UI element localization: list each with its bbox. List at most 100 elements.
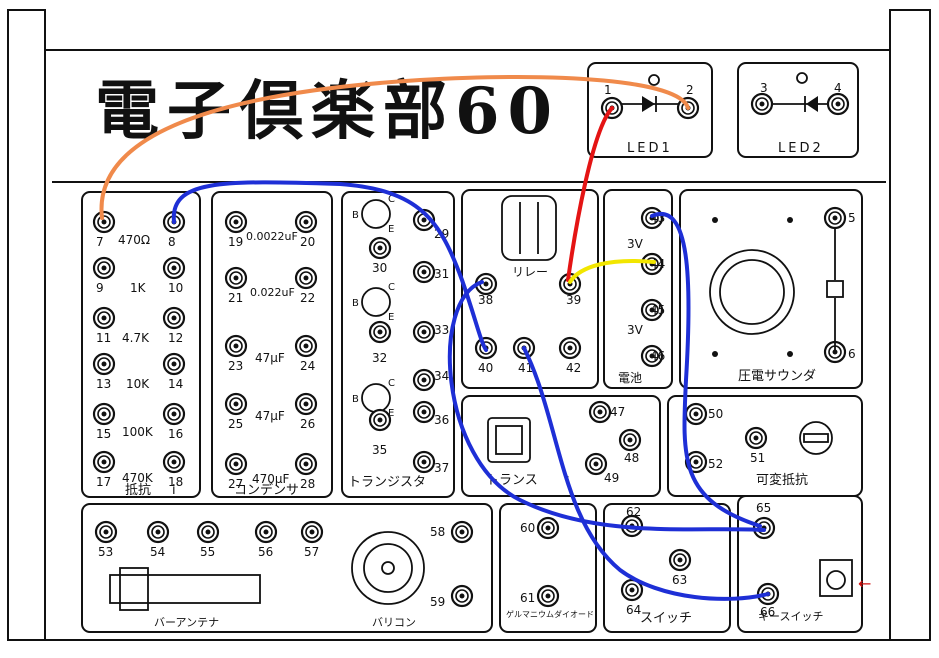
wire-orange	[99, 75, 690, 220]
keyswitch-button[interactable]	[819, 559, 853, 597]
terminal-32[interactable]: 32	[368, 320, 392, 365]
terminal-label-56: 56	[258, 545, 273, 559]
terminal-57[interactable]: 57	[300, 520, 324, 559]
terminal-9[interactable]: 9	[92, 256, 116, 295]
led2-label: LED2	[778, 141, 824, 156]
terminal-25[interactable]: 25	[224, 392, 248, 431]
terminal-label-66: 66	[760, 605, 775, 619]
terminal-15[interactable]: 15	[92, 402, 116, 441]
terminal-61[interactable]: 61	[520, 584, 560, 608]
terminal-11[interactable]: 11	[92, 306, 116, 345]
terminal-33[interactable]: 33	[412, 320, 449, 344]
terminal-label-30: 30	[372, 261, 387, 275]
resistor-labels: 470Ω 1K 4.7K 10K 100K 470K 抵抗 i	[118, 233, 176, 498]
terminal-63[interactable]: 63	[668, 548, 692, 587]
terminal-40[interactable]: 40	[474, 336, 498, 375]
terminal-64[interactable]: 64	[620, 578, 644, 617]
terminal-46[interactable]: 46	[640, 344, 665, 368]
terminal-7[interactable]: 7	[92, 210, 116, 249]
terminal-12[interactable]: 12	[162, 306, 186, 345]
terminal-label-20: 20	[300, 235, 315, 249]
cap-value-3: 47μF	[255, 351, 285, 365]
terminal-43[interactable]: 43	[640, 206, 665, 230]
terminal-14[interactable]: 14	[162, 352, 186, 391]
terminal-24[interactable]: 24	[294, 334, 318, 373]
transistor-symbol-2: BCE	[352, 282, 395, 323]
terminal-41[interactable]: 41	[512, 336, 536, 375]
terminal-label-44: 44	[650, 257, 665, 271]
relay-body	[501, 195, 557, 261]
terminal-16[interactable]: 16	[162, 402, 186, 441]
terminal-34[interactable]: 34	[412, 368, 449, 392]
terminal-4[interactable]: 4	[0, 0, 850, 116]
transistor-pin-label: C	[388, 282, 395, 293]
terminal-label-13: 13	[96, 377, 111, 391]
terminal-label-34: 34	[434, 369, 449, 383]
cabinet-frame	[7, 9, 931, 641]
resistor-value-1: 470Ω	[118, 233, 150, 247]
terminal-20[interactable]: 20	[294, 210, 318, 249]
terminal-56[interactable]: 56	[254, 520, 278, 559]
terminal-17[interactable]: 17	[92, 450, 116, 489]
terminal-38[interactable]: 38	[474, 272, 498, 307]
transistor-pin-label: B	[352, 394, 359, 405]
terminal-21[interactable]: 21	[224, 266, 248, 305]
terminal-18[interactable]: 18	[162, 450, 186, 489]
battery-title: 電池	[618, 371, 642, 385]
terminal-label-16: 16	[168, 427, 183, 441]
battery-v1: 3V	[627, 237, 644, 251]
keyswitch-panel	[737, 495, 863, 633]
terminal-42[interactable]: 42	[558, 336, 581, 375]
transistor-pin-label: E	[388, 408, 394, 419]
terminal-47[interactable]: 47	[588, 400, 625, 424]
terminal-3[interactable]: 3	[0, 0, 774, 116]
terminal-6[interactable]: 6	[823, 340, 856, 364]
terminal-36[interactable]: 36	[412, 400, 449, 427]
terminal-37[interactable]: 37	[412, 450, 449, 475]
terminal-65[interactable]: 65	[752, 501, 776, 540]
terminal-26[interactable]: 26	[294, 392, 318, 431]
terminal-30[interactable]: 30	[368, 236, 392, 275]
terminal-48[interactable]: 48	[618, 428, 642, 465]
terminal-53[interactable]: 53	[94, 520, 118, 559]
terminal-13[interactable]: 13	[92, 352, 116, 391]
sounder-title: 圧電サウンダ	[738, 369, 816, 384]
terminal-19[interactable]: 19	[224, 210, 248, 249]
terminal-28[interactable]: 28	[294, 452, 318, 491]
terminal-51[interactable]: 51	[744, 426, 768, 465]
terminal-49[interactable]: 49	[584, 452, 619, 485]
terminal-66[interactable]: 66	[756, 582, 780, 619]
terminal-label-57: 57	[304, 545, 319, 559]
varicon-title: バリコン	[372, 616, 416, 629]
terminal-58[interactable]: 58	[430, 520, 474, 544]
terminal-31[interactable]: 31	[412, 260, 449, 284]
terminal-label-7: 7	[96, 235, 104, 249]
terminal-60[interactable]: 60	[520, 516, 560, 540]
terminal-54[interactable]: 54	[146, 520, 170, 559]
terminal-45[interactable]: 45	[640, 298, 665, 322]
wire-yellow	[568, 259, 656, 284]
terminal-5[interactable]: 5	[823, 206, 856, 230]
terminal-50[interactable]: 50	[684, 402, 723, 426]
transistor-pin-label: B	[352, 210, 359, 221]
terminal-27[interactable]: 27	[224, 452, 248, 491]
terminal-59[interactable]: 59	[430, 584, 474, 609]
terminal-label-17: 17	[96, 475, 111, 489]
terminal-label-53: 53	[98, 545, 113, 559]
terminal-23[interactable]: 23	[224, 334, 248, 373]
terminal-22[interactable]: 22	[294, 266, 318, 305]
terminal-62[interactable]: 62	[620, 505, 644, 538]
terminal-10[interactable]: 10	[162, 256, 186, 295]
relay-title: リレー	[512, 265, 548, 279]
transistor-pin-label: B	[352, 298, 359, 309]
led1-term2-label: 2	[686, 83, 694, 97]
terminal-35[interactable]: 35	[368, 408, 392, 457]
terminal-55[interactable]: 55	[196, 520, 220, 559]
terminal-label-65: 65	[756, 501, 771, 515]
wire-blue-b	[650, 212, 762, 528]
terminal-44[interactable]: 44	[640, 252, 665, 276]
led2-panel: 3 4 LED2	[737, 62, 859, 158]
terminal-label-14: 14	[168, 377, 183, 391]
